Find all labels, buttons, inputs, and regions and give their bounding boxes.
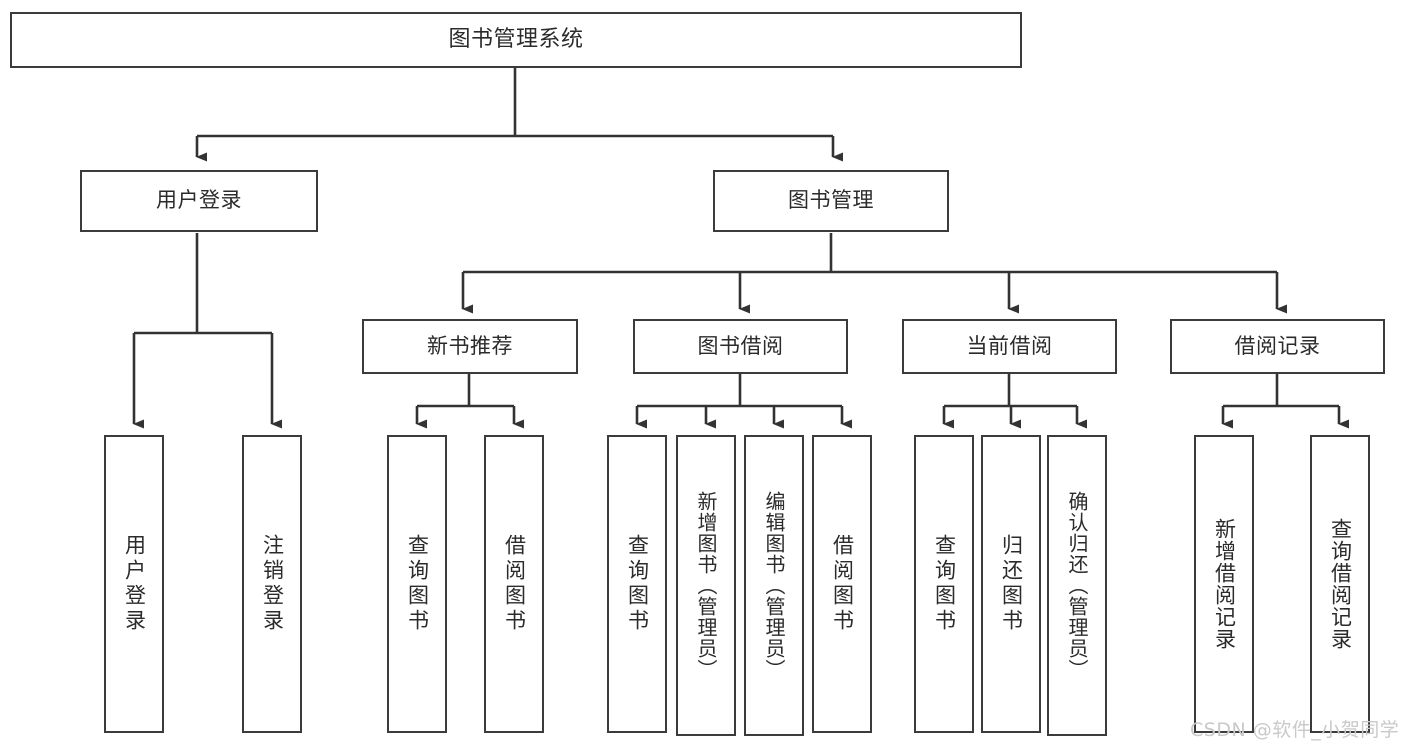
node-label: 用户登录 — [122, 534, 147, 634]
node-label: 借阅图书 — [830, 534, 855, 634]
leaf-current-borrow-query-book[interactable]: 查询图书 — [914, 435, 974, 733]
node-label: 借阅图书 — [502, 534, 527, 634]
node-label: 当前借阅 — [966, 333, 1053, 358]
node-label: 注销登录 — [260, 534, 285, 634]
node-label: 查询图书 — [625, 534, 650, 634]
node-label: 图书管理 — [788, 188, 874, 213]
leaf-new-book-borrow-book[interactable]: 借阅图书 — [484, 435, 544, 733]
leaf-book-borrow-add-book-admin[interactable]: 新增图书（管理员） — [676, 435, 736, 736]
node-label: 新书推荐 — [427, 333, 513, 358]
node-label: 编辑图书（管理员） — [762, 491, 786, 680]
leaf-user-login-login[interactable]: 用户登录 — [104, 435, 164, 733]
node-label: 查询借阅记录 — [1328, 518, 1353, 650]
node-label: 新增图书（管理员） — [694, 491, 718, 680]
node-current-borrow[interactable]: 当前借阅 — [902, 319, 1117, 374]
node-root-book-management-system[interactable]: 图书管理系统 — [10, 12, 1022, 68]
leaf-book-borrow-query-book[interactable]: 查询图书 — [607, 435, 667, 733]
node-label: 图书借阅 — [697, 333, 784, 358]
leaf-borrow-record-add-record[interactable]: 新增借阅记录 — [1194, 435, 1254, 733]
node-user-login[interactable]: 用户登录 — [80, 170, 318, 232]
node-label: 查询图书 — [405, 534, 430, 634]
node-label: 确认归还（管理员） — [1065, 491, 1089, 680]
node-borrow-record[interactable]: 借阅记录 — [1170, 319, 1385, 374]
leaf-new-book-query-book[interactable]: 查询图书 — [387, 435, 447, 733]
leaf-current-borrow-confirm-return-admin[interactable]: 确认归还（管理员） — [1047, 435, 1107, 736]
leaf-user-login-logout[interactable]: 注销登录 — [242, 435, 302, 733]
csdn-watermark: CSDN @软件_小贺同学 — [1190, 719, 1400, 741]
node-label: 新增借阅记录 — [1212, 518, 1237, 650]
node-new-book-recommend[interactable]: 新书推荐 — [362, 319, 578, 374]
node-label: 用户登录 — [156, 188, 242, 213]
node-book-management[interactable]: 图书管理 — [713, 170, 949, 232]
node-label: 图书管理系统 — [448, 26, 584, 52]
node-label: 归还图书 — [999, 534, 1024, 634]
leaf-borrow-record-query-record[interactable]: 查询借阅记录 — [1310, 435, 1370, 733]
node-book-borrow[interactable]: 图书借阅 — [633, 319, 848, 374]
leaf-current-borrow-return-book[interactable]: 归还图书 — [981, 435, 1041, 733]
node-label: 查询图书 — [932, 534, 957, 634]
leaf-book-borrow-borrow-book[interactable]: 借阅图书 — [812, 435, 872, 733]
node-label: 借阅记录 — [1234, 333, 1321, 358]
leaf-book-borrow-edit-book-admin[interactable]: 编辑图书（管理员） — [744, 435, 804, 736]
